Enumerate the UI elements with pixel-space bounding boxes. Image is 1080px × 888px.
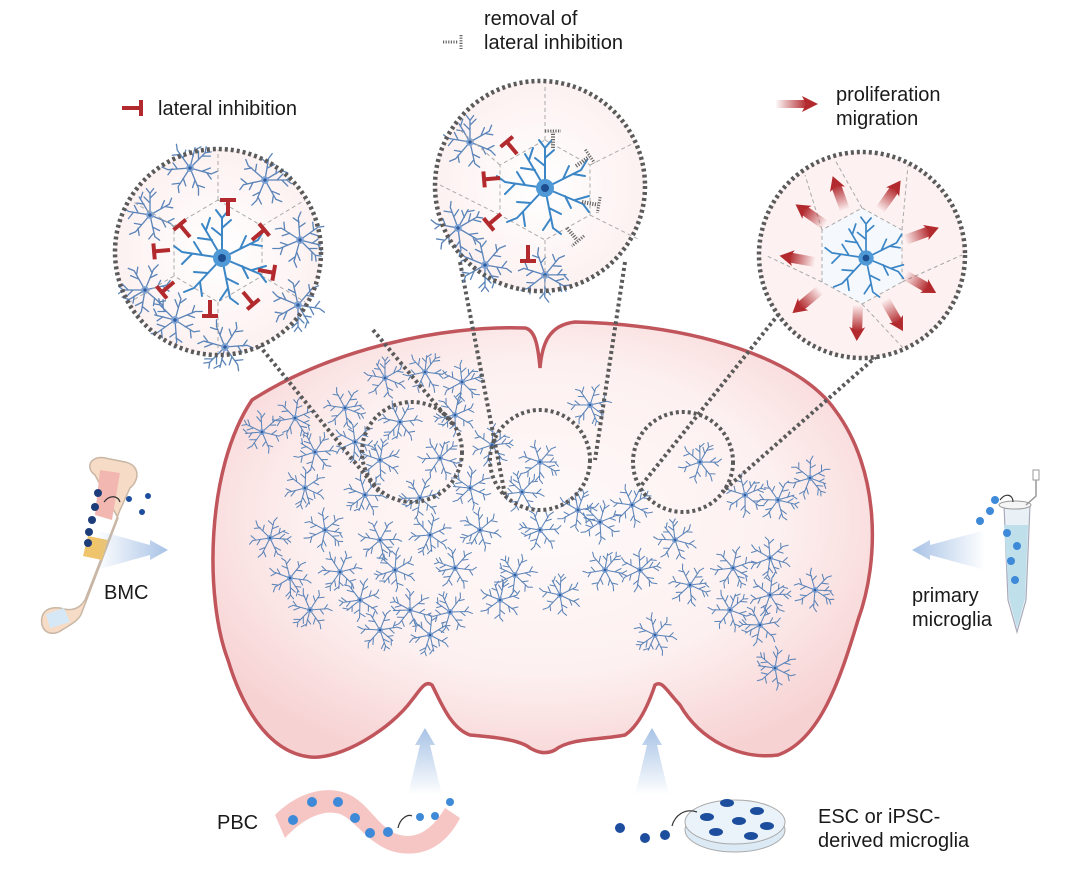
label-primary: primary	[912, 585, 979, 607]
label-pbc: PBC	[217, 812, 259, 834]
bmc-arrow	[96, 530, 168, 570]
petri-dish-icon	[615, 799, 786, 853]
tube-icon	[976, 469, 1040, 635]
removal-legend-icon	[443, 35, 463, 49]
inset-lateral-inhibition	[112, 130, 338, 385]
label-bmc: BMC	[104, 582, 149, 604]
zoom-region-left	[360, 400, 464, 504]
legend-proliferation: proliferation	[836, 84, 941, 106]
proliferation-legend-icon	[775, 96, 818, 112]
label-esc-line2: derived microglia	[818, 830, 970, 852]
bone-icon	[40, 456, 151, 635]
pbc-arrow	[408, 728, 442, 795]
legend-lateral-inhibition: lateral inhibition	[158, 98, 297, 120]
esc-arrow	[635, 728, 669, 795]
blood-vessel-icon	[275, 790, 460, 854]
label-esc-line1: ESC or iPSC-	[818, 806, 941, 828]
lateral-inhibition-legend-icon	[122, 100, 143, 116]
legend-removal-line1: removal of	[484, 8, 578, 30]
inset-removal-lateral-inhibition	[422, 78, 648, 311]
zoom-region-right	[631, 410, 735, 514]
zoom-connectors	[238, 261, 937, 496]
primary-arrow	[912, 530, 985, 570]
inset-proliferation-migration	[756, 149, 968, 361]
brain-section	[211, 320, 875, 759]
legend-removal-line2: lateral inhibition	[484, 32, 623, 54]
zoom-region-middle	[488, 408, 592, 512]
label-microglia: microglia	[912, 609, 993, 631]
legend-migration: migration	[836, 108, 919, 130]
